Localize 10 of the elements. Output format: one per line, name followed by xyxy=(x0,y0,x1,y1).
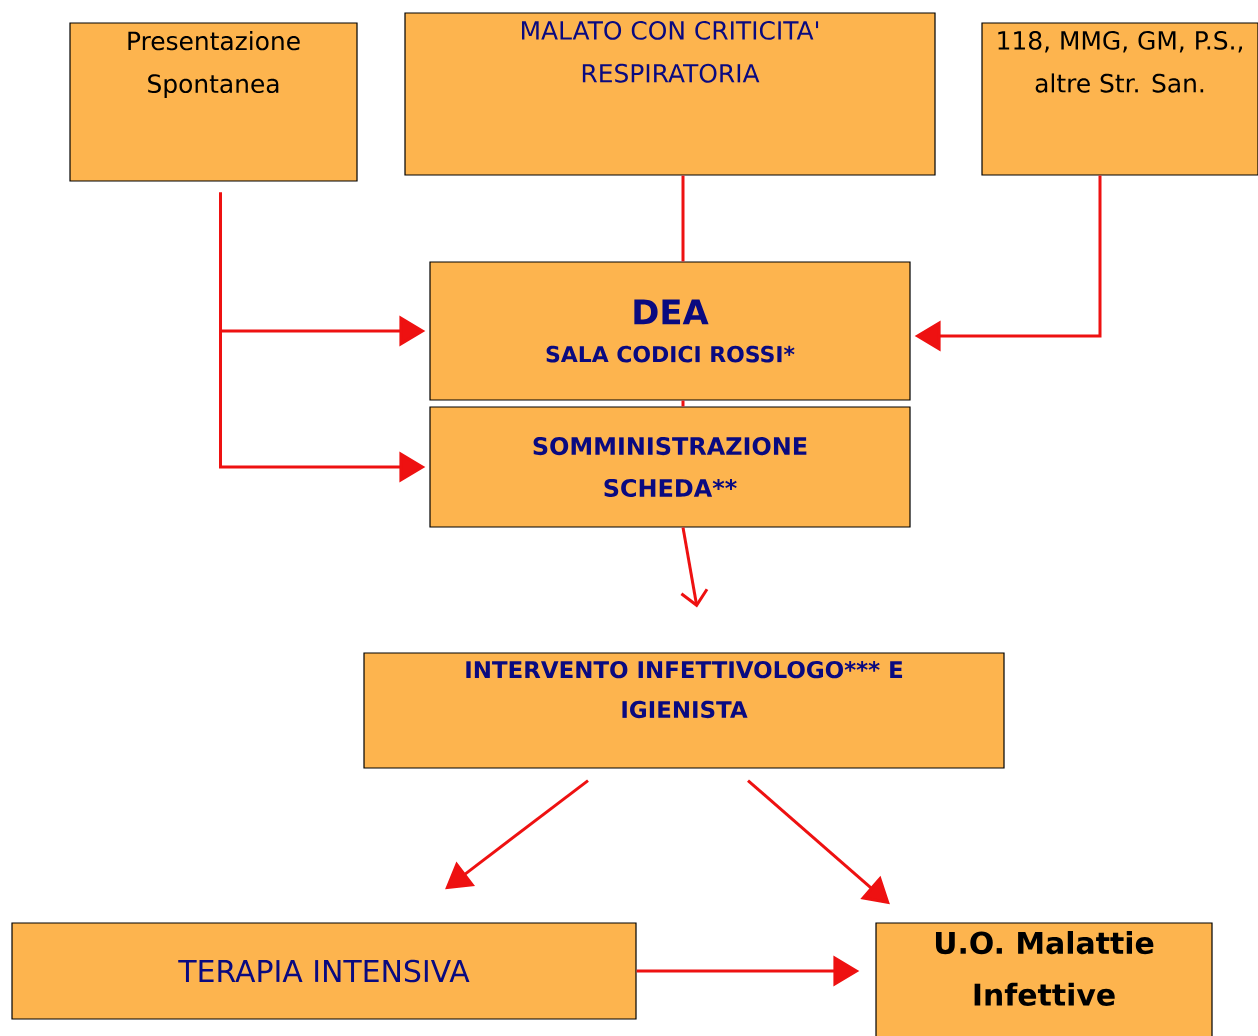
process-box: MALATO CON CRITICITA' RESPIRATORIA xyxy=(404,12,936,176)
process-box: SOMMINISTRAZIONE SCHEDA** xyxy=(429,406,911,528)
process-box: U.O. Malattie Infettive xyxy=(875,922,1213,1036)
arrow xyxy=(680,527,709,608)
process-box: INTERVENTO INFETTIVOLOGO*** E IGIENISTA xyxy=(363,652,1005,769)
arrow xyxy=(445,779,589,890)
process-box: TERAPIA INTENSIVA xyxy=(11,922,637,1020)
process-box: Presentazione Spontanea xyxy=(69,22,358,182)
process-box: DEA SALA CODICI ROSSI* xyxy=(429,261,911,401)
process-box: 118, MMG, GM, P.S., altre Str. San. xyxy=(981,22,1258,176)
